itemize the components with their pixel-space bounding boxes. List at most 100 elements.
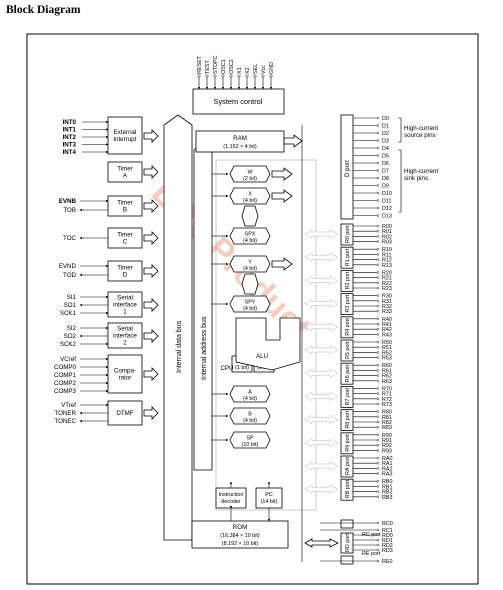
r-pin-terminal [376, 286, 380, 290]
signal-label: TOB [63, 207, 76, 214]
register-to-port-arrow [271, 189, 293, 203]
sp-size-label: (10 bit) [242, 442, 259, 448]
r-pin-terminal [376, 456, 380, 460]
port-pin-label: RE0 [382, 559, 393, 565]
port-pin-label: R91 [382, 438, 392, 444]
port-pin-label: R92 [382, 443, 392, 449]
d-pin-terminal [376, 124, 380, 127]
timer-a-label-1: Timer [117, 165, 133, 172]
internal-data-bus [163, 114, 193, 541]
rom-block [191, 520, 289, 549]
a-label: A [248, 390, 252, 396]
port-pin-label: D0 [382, 116, 389, 122]
signal-label: INT3 [63, 142, 77, 149]
serial-interface-1-block [107, 291, 143, 318]
r-pin-terminal [376, 294, 380, 297]
dtmf-block [107, 400, 143, 426]
d-port-block [340, 114, 354, 220]
rd-pin-terminal [376, 533, 380, 537]
y-register [229, 255, 271, 273]
port-pin-label: R03 [382, 240, 392, 246]
top-pin-label: X1 [237, 67, 243, 74]
page-title: Block Diagram [6, 4, 81, 16]
b-size-label: (4 bit) [243, 418, 257, 424]
d-port-label: D port [344, 160, 351, 177]
r-pin-terminal [376, 369, 380, 372]
sp-register [229, 431, 271, 449]
dtmf-label: DTMF [116, 410, 133, 417]
instruction-decoder-block [215, 487, 247, 509]
x-register [229, 187, 271, 205]
port-pin-label: R12 [382, 258, 392, 264]
top-pin-terminal [269, 74, 273, 78]
internal-address-bus-label: Internal address bus [201, 316, 208, 380]
r-port-bus-arrow [304, 322, 339, 332]
st-size-label: (1 bit) [235, 365, 249, 371]
source-label-1: High-current [404, 125, 438, 132]
signal-label: TOC [63, 235, 76, 242]
r-port-block [340, 455, 354, 478]
r-pin-terminal [376, 426, 380, 429]
port-pin-label: R42 [382, 327, 392, 333]
rd-pin-terminal [376, 538, 380, 542]
r-port-bus-arrow [304, 252, 339, 262]
r-port-label: R8 port [345, 410, 351, 428]
signal-label: COMP1 [54, 372, 77, 379]
timer-b-label-1: Timer [117, 199, 133, 206]
timer-c-label-2: C [123, 239, 128, 246]
port-pin-label: R00 [382, 224, 392, 230]
system-control-block [192, 88, 285, 115]
rom-size-label-1: (16,384 × 10 bit) [220, 533, 260, 539]
r-port-block [340, 269, 354, 292]
port-pin-label: R53 [382, 356, 392, 362]
port-pin-label: R81 [382, 415, 392, 421]
ram-size-label: (1,152 × 4 bit) [223, 144, 257, 150]
r-port-label: RB port [345, 479, 351, 498]
top-pin-terminal [197, 74, 201, 78]
top-pin-label: TEST [205, 60, 211, 74]
top-pin-label: OSC1 [221, 59, 227, 74]
r-port-label: R1 port [345, 248, 351, 266]
d-pin-terminal [376, 161, 380, 165]
port-pin-label: R30 [382, 294, 392, 300]
internal-address-bus [193, 141, 213, 471]
rom-label: ROM [233, 524, 247, 531]
signal-label: VTref [61, 402, 76, 409]
r-port-bus-arrow [304, 484, 339, 494]
register-to-port-arrow [271, 257, 293, 271]
port-pin-label: D9 [382, 184, 389, 190]
port-pin-label: R52 [382, 350, 392, 356]
bus-arrow [143, 298, 159, 312]
bus-arrow [143, 199, 159, 213]
d-pin-terminal [376, 146, 380, 150]
r-pin-terminal [376, 485, 380, 488]
port-pin-label: RD1 [382, 538, 393, 544]
port-pin-label: D3 [382, 139, 389, 145]
r-pin-terminal [376, 444, 380, 447]
bus-arrow [143, 264, 159, 278]
port-pin-label: R61 [382, 368, 392, 374]
cpu-label: CPU [220, 365, 233, 372]
timer-a-label-2: A [123, 173, 128, 180]
rd-pin-terminal [376, 548, 380, 552]
top-pin-label: GND [269, 62, 275, 74]
rom-size-label-2: (8,192 × 10 bit) [222, 541, 259, 547]
port-pin-label: R70 [382, 386, 392, 392]
top-pin-terminal [237, 74, 241, 78]
re-port-label: RE port [362, 551, 381, 557]
r-pin-terminal [376, 271, 380, 274]
bus-arrow [143, 129, 159, 143]
alu-label: ALU [256, 353, 268, 360]
rd-port-label: RD port [345, 533, 351, 552]
serial-interface-1-label-3: 1 [123, 309, 127, 316]
signal-label: SI2 [67, 325, 77, 332]
d-pin-terminal [376, 184, 380, 187]
top-pin-terminal [205, 74, 209, 78]
r-port-label: R9 port [345, 434, 351, 452]
port-pin-label: D7 [382, 169, 389, 175]
port-pin-label: R73 [382, 402, 392, 408]
port-pin-label: R10 [382, 247, 392, 253]
spx-size-label: (4 bit) [243, 238, 257, 244]
r-port-label: R3 port [345, 294, 351, 312]
signal-label: COMP2 [54, 380, 77, 387]
